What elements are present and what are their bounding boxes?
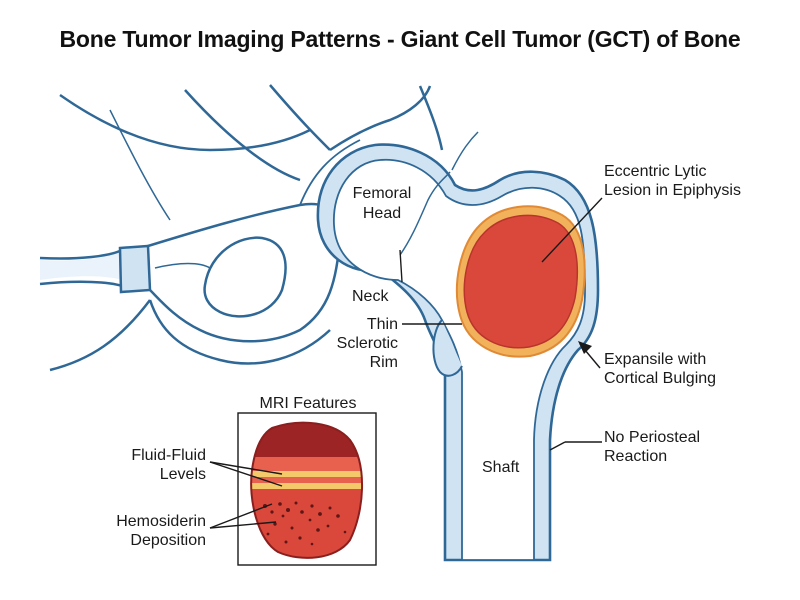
label-thin-rim-1: Thin [367, 316, 398, 333]
leader-lines [399, 197, 603, 451]
label-expansile-2: Cortical Bulging [604, 370, 716, 387]
obturator-foramen [203, 236, 287, 318]
label-hemosiderin-2: Deposition [130, 532, 206, 549]
femoral-head-physis [399, 171, 451, 256]
mri-title: MRI Features [260, 395, 357, 412]
label-fluid-2: Levels [160, 466, 206, 483]
mri-fluid-band-2 [251, 483, 363, 489]
label-fluid-1: Fluid-Fluid [131, 447, 206, 464]
label-eccentric-2: Lesion in Epiphysis [604, 182, 741, 199]
gct-lesion [455, 205, 586, 358]
lesion-core [463, 214, 579, 349]
expansile-arrow-head [578, 341, 592, 354]
label-thin-rim-2: Sclerotic [337, 335, 398, 352]
label-expansile-1: Expansile with [604, 351, 706, 368]
label-eccentric-1: Eccentric Lytic [604, 163, 707, 180]
label-hemosiderin-1: Hemosiderin [116, 513, 206, 530]
label-no-periosteal-1: No Periosteal [604, 429, 700, 446]
label-thin-rim-3: Rim [370, 354, 398, 371]
label-shaft: Shaft [482, 459, 520, 476]
mri-features-inset: MRI Features [237, 395, 377, 566]
mri-leader-lines [209, 461, 283, 529]
diagram-title: Bone Tumor Imaging Patterns - Giant Cell… [59, 26, 741, 52]
label-femoral-head-1: Femoral [353, 185, 412, 202]
mri-lesion-outline [250, 421, 364, 559]
lesser-trochanter [432, 319, 463, 377]
label-no-periosteal-2: Reaction [604, 448, 667, 465]
label-neck: Neck [352, 288, 389, 305]
pelvis-bone [39, 84, 444, 372]
mri-fluid-band-1 [251, 471, 363, 477]
mri-hemosiderin-dots [263, 501, 347, 546]
pubic-symphysis [118, 244, 152, 294]
label-femoral-head-2: Head [363, 205, 401, 222]
